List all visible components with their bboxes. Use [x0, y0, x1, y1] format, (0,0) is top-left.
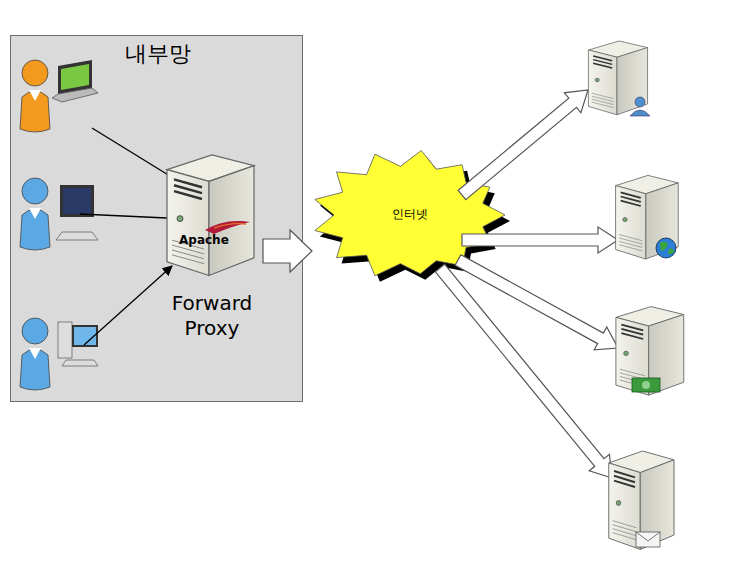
- user-badge: [635, 97, 645, 107]
- globe-badge: [656, 238, 676, 258]
- globe-badge: [660, 242, 674, 255]
- traffic-arrow: [455, 255, 618, 350]
- traffic-arrow: [435, 264, 612, 478]
- server-icon: [616, 307, 684, 396]
- mail-badge: [636, 532, 660, 547]
- user-badge: [630, 97, 650, 116]
- traffic-arrow: [458, 90, 588, 200]
- server-icon: [588, 41, 647, 115]
- proxy-label: Forward Proxy: [151, 291, 273, 341]
- globe-badge: [656, 238, 676, 258]
- network-zone: ApacheForward Proxy내부망: [10, 35, 303, 402]
- proxy-server: ApacheForward Proxy: [161, 151, 263, 346]
- server-icon: [616, 175, 679, 259]
- mail-badge: [636, 532, 660, 547]
- mail-badge: [636, 532, 660, 541]
- money-badge: [632, 378, 660, 392]
- money-badge: [642, 381, 650, 389]
- zone-title: 내부망: [11, 40, 304, 68]
- internet-cloud: 인터넷: [312, 150, 507, 280]
- money-badge: [632, 378, 660, 392]
- server-icon: [609, 451, 674, 549]
- user-badge: [630, 110, 650, 116]
- server-brand: Apache: [179, 233, 239, 248]
- cloud-label: 인터넷: [312, 206, 507, 222]
